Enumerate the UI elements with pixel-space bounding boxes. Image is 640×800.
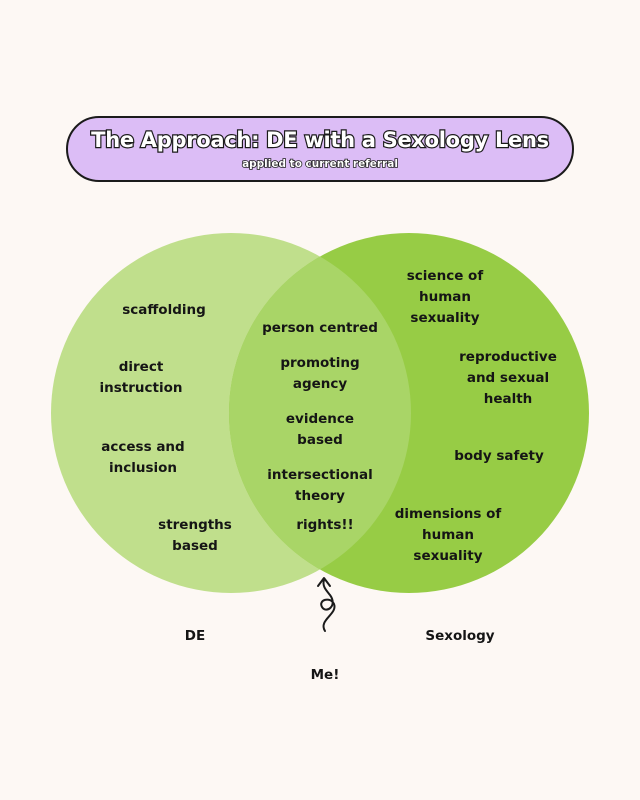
diagram-title: The Approach: DE with a Sexology Lens [90, 127, 550, 153]
sexology-item: body safety [454, 448, 544, 464]
curly-arrow-icon [317, 577, 336, 632]
overlap-region [229, 233, 411, 593]
overlap-item: person centred [262, 320, 378, 336]
pointer-label: Me! [310, 667, 340, 683]
de-item: strengths based [158, 517, 232, 554]
title-banner: The Approach: DE with a Sexology Lens ap… [66, 116, 574, 182]
de-circle-label: DE [184, 628, 206, 644]
de-item: scaffolding [122, 302, 206, 318]
overlap-item: evidence based [285, 411, 355, 448]
diagram-subtitle: applied to current referral [241, 157, 398, 171]
sexology-item: science of human sexuality [406, 268, 484, 326]
de-item: access and inclusion [101, 439, 185, 476]
sexology-item: dimensions of human sexuality [394, 506, 502, 564]
de-item: direct instruction [99, 359, 183, 396]
overlap-item: intersectional theory [267, 467, 373, 504]
overlap-item: rights!! [296, 517, 354, 533]
overlap-item: promoting agency [280, 355, 360, 392]
sexology-circle-label: Sexology [425, 628, 495, 644]
sexology-item: reproductive and sexual health [459, 349, 557, 407]
